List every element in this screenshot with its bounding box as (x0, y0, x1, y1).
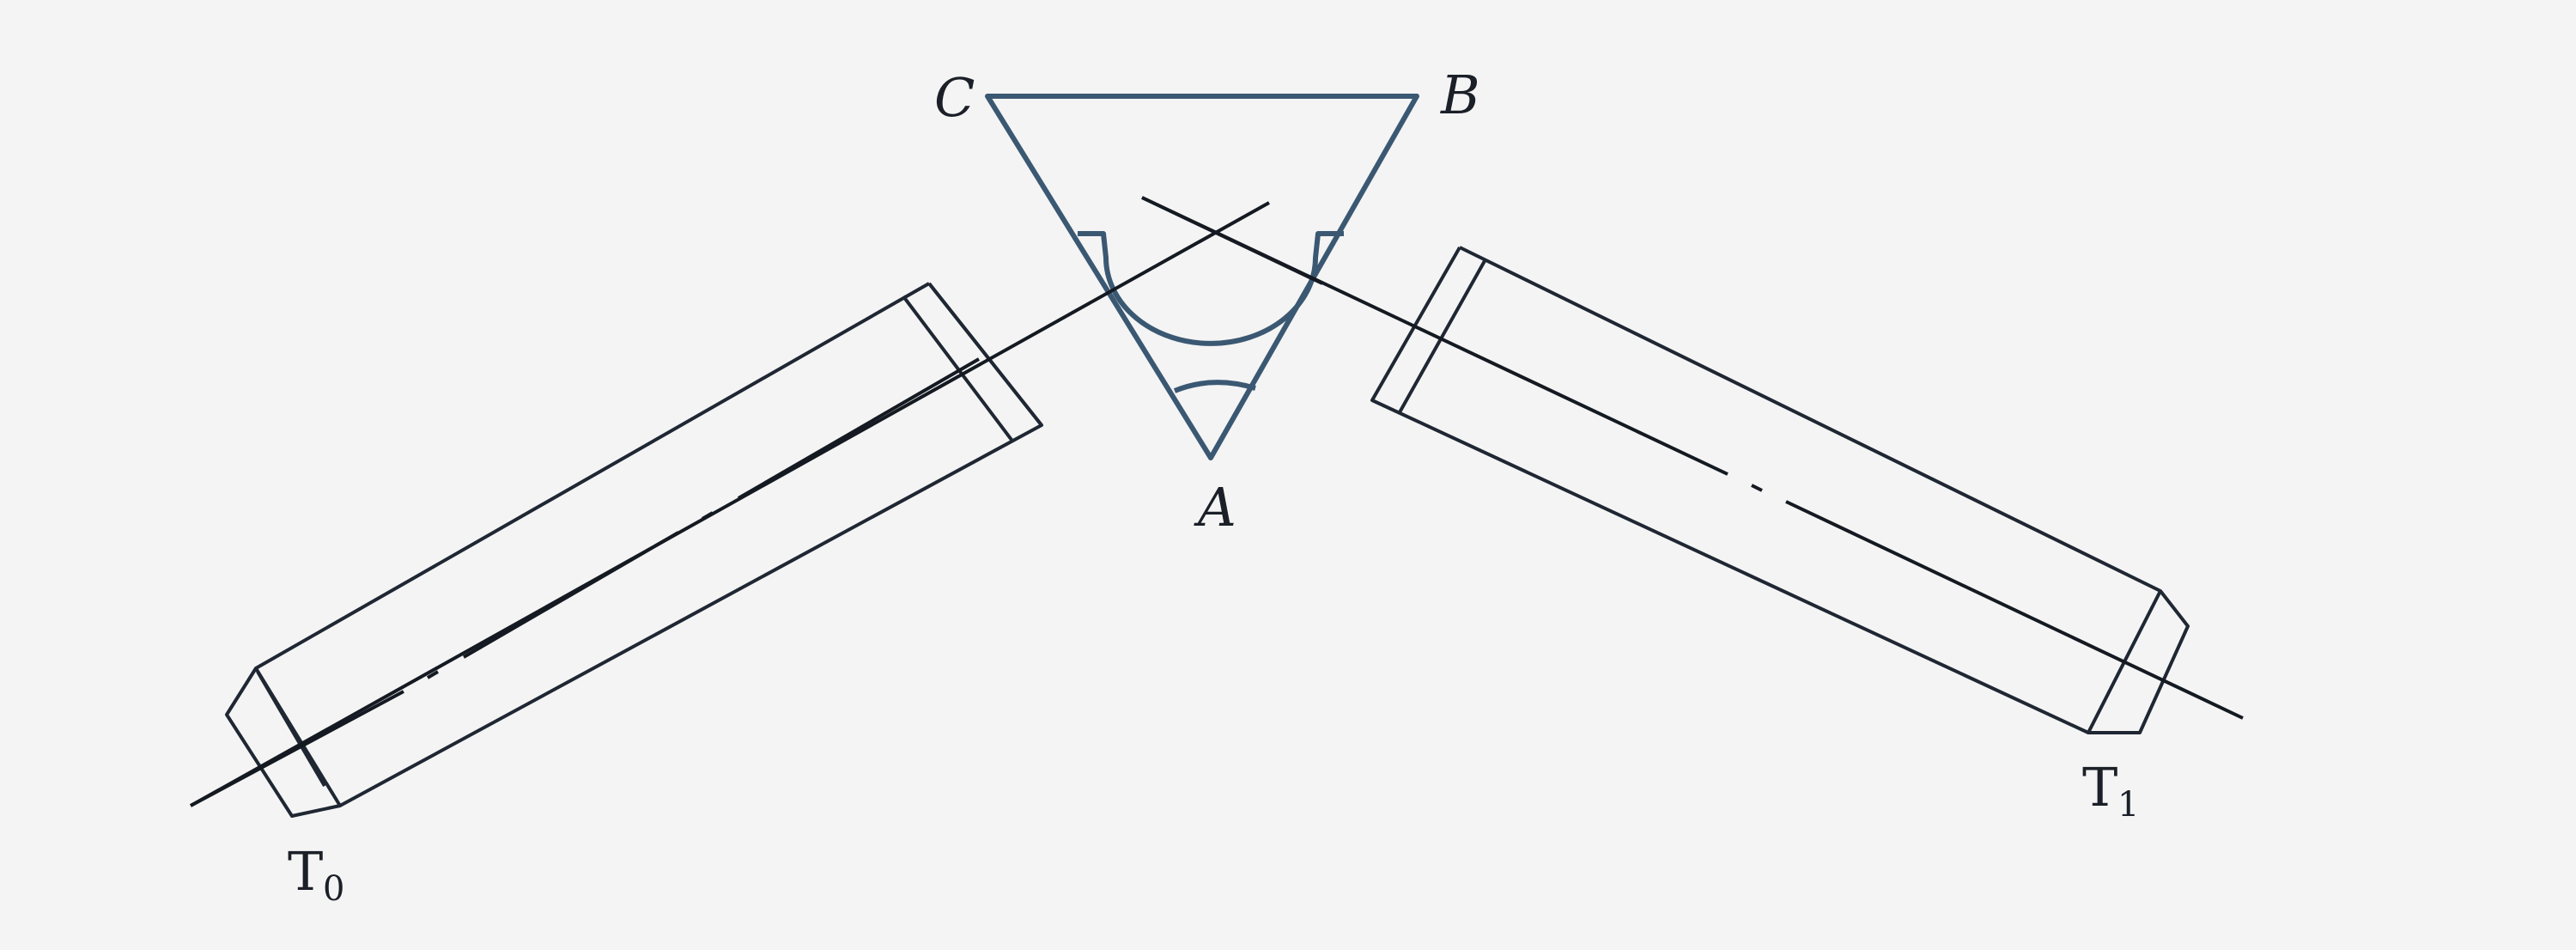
telescope-t1-body (1370, 246, 2190, 734)
telescope-t0-body (225, 282, 1043, 818)
vertex-c-label: C (934, 66, 975, 129)
telescope-t1-subscript: 1 (2117, 785, 2139, 825)
telescope-t0-subscript: 0 (323, 869, 344, 909)
telescope-t1-front-ring (1398, 259, 1487, 413)
telescope-t0-eyepiece-ring (256, 670, 326, 788)
apex-angle-arc (1173, 380, 1256, 393)
vertex-b-label: B (1440, 64, 1480, 126)
telescope-t1 (1370, 246, 2190, 734)
telescope-t0-front-ring (927, 282, 1043, 427)
emergent-ray (1141, 196, 1323, 285)
telescope-t0-inner-ring (902, 295, 1013, 442)
incident-ray (190, 201, 1270, 807)
telescope-t0 (225, 282, 1043, 818)
telescope-t0-label: T (288, 840, 323, 903)
prism-triangle (985, 94, 1419, 460)
telescope-t1-label: T (2082, 756, 2117, 819)
vertex-a-label: A (1194, 476, 1236, 539)
prism (985, 94, 1419, 460)
